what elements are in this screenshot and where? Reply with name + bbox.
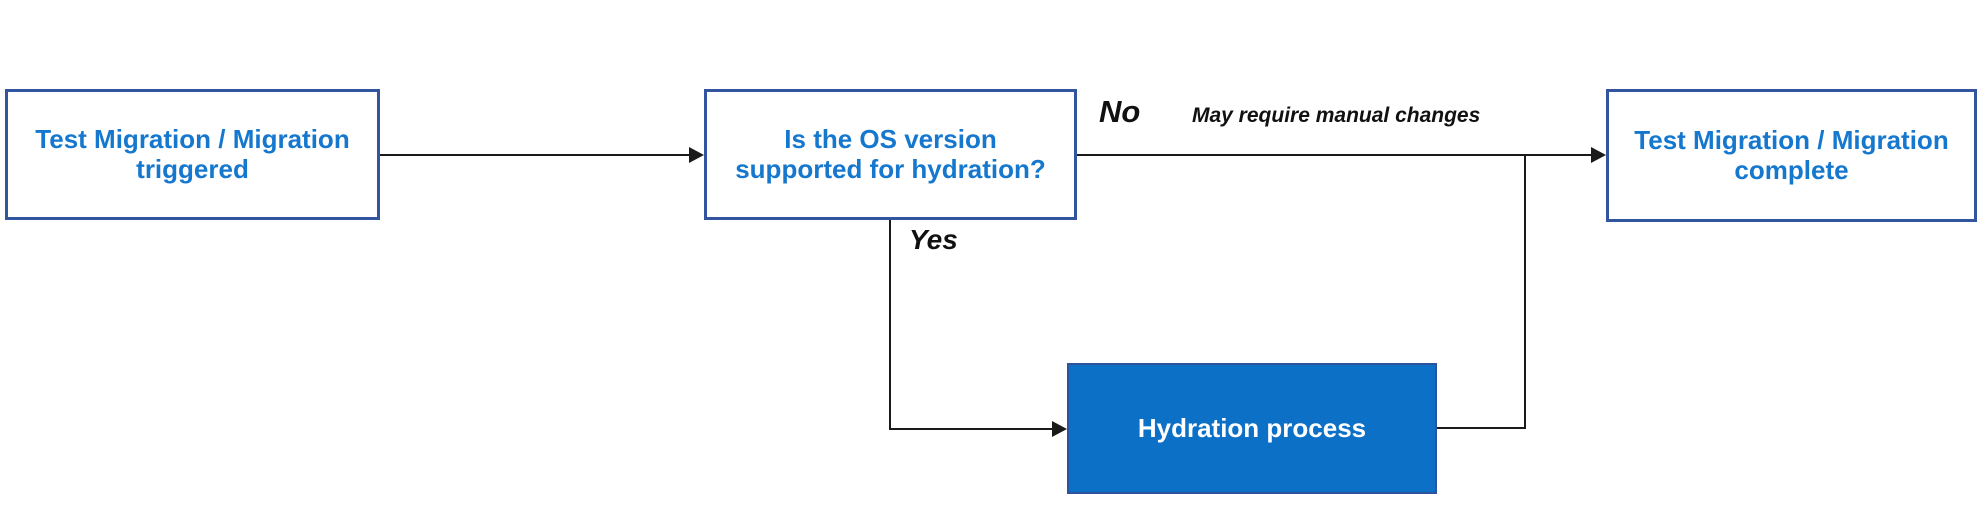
node-migration-complete-label: Test Migration / Migration complete (1634, 125, 1949, 185)
arrowhead-into-question (689, 147, 704, 163)
edge-start-to-question (380, 154, 690, 156)
arrowhead-into-hydration (1052, 421, 1067, 437)
edge-label-yes: Yes (909, 224, 958, 255)
node-os-version-question-label: Is the OS version supported for hydratio… (735, 124, 1046, 184)
node-migration-triggered: Test Migration / Migration triggered (5, 89, 380, 220)
node-hydration-process: Hydration process (1067, 363, 1437, 494)
edge-no-path (1077, 154, 1591, 156)
node-migration-complete: Test Migration / Migration complete (1606, 89, 1977, 222)
edge-note-manual-changes: May require manual changes (1192, 104, 1481, 127)
arrowhead-into-complete (1591, 147, 1606, 163)
edge-label-no: No (1099, 94, 1141, 129)
edge-yes-path-horizontal (889, 428, 1053, 430)
edge-yes-path-vertical (889, 220, 891, 430)
node-migration-triggered-label: Test Migration / Migration triggered (35, 124, 350, 184)
node-hydration-process-label: Hydration process (1137, 412, 1367, 443)
edge-hydration-out-vertical (1524, 154, 1526, 429)
node-os-version-question: Is the OS version supported for hydratio… (704, 89, 1077, 220)
edge-hydration-out-horizontal (1437, 427, 1526, 429)
